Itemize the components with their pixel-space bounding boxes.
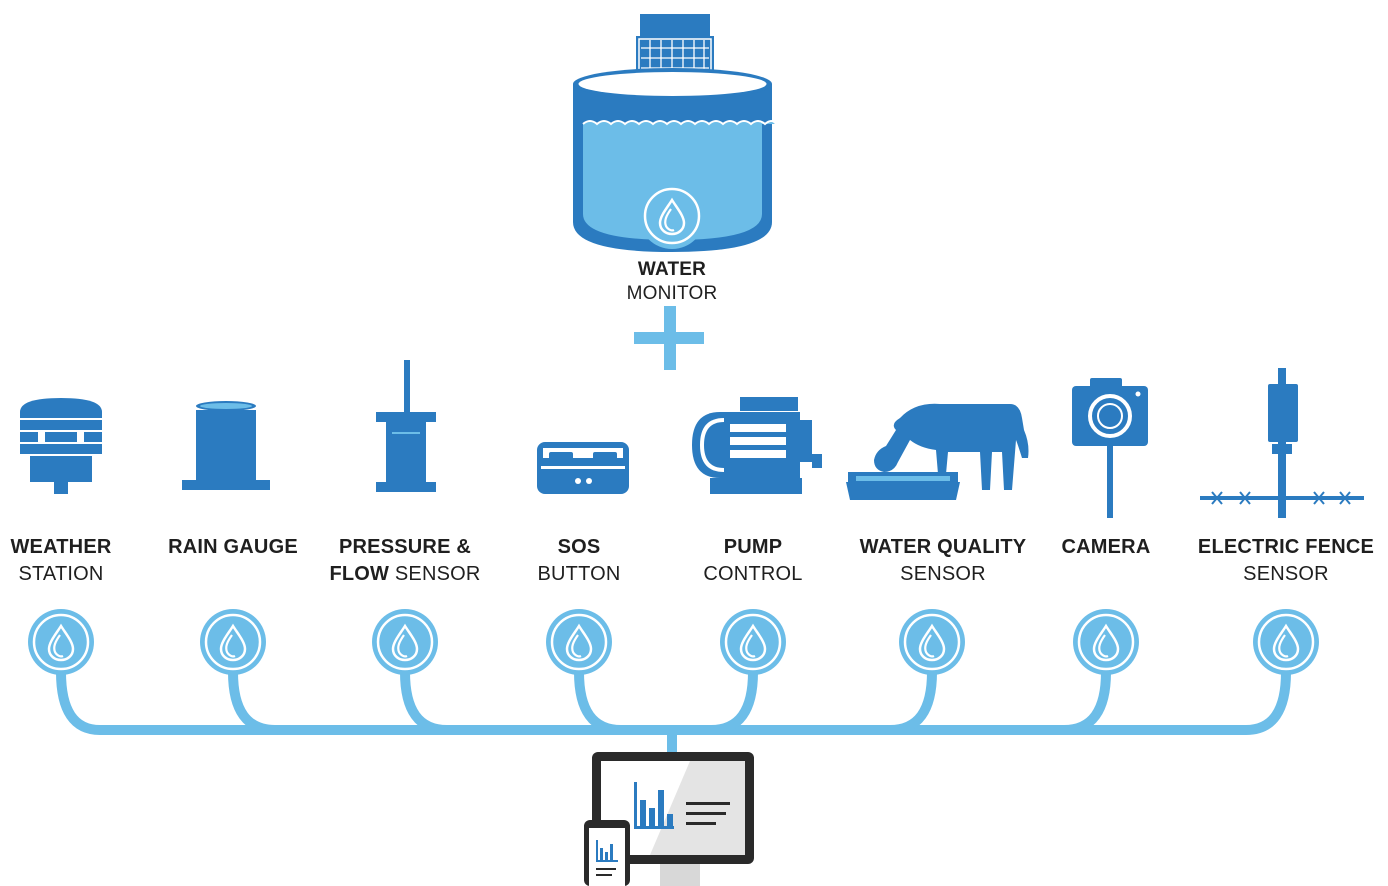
hub-water-drop-icon (637, 181, 707, 251)
dashboard-monitor-icon (592, 752, 754, 886)
sos-button-icon (537, 442, 629, 494)
water-drop-icon (1251, 607, 1321, 677)
device-label-electric-fence-sensor: ELECTRIC FENCE SENSOR (1197, 536, 1375, 585)
weather-station-icon (20, 398, 102, 494)
pump-icon (692, 397, 822, 494)
device-label-rain-gauge: RAIN GAUGE (168, 536, 298, 558)
hub-label-line1: WATER (637, 259, 707, 280)
plus-icon (634, 306, 704, 370)
water-drop-icon (370, 607, 440, 677)
device-label-water-quality-sensor: WATER QUALITY SENSOR (859, 536, 1027, 585)
network-bus (56, 667, 1291, 763)
mobile-device-icon (584, 820, 630, 886)
water-drop-icon (544, 607, 614, 677)
device-label-camera: CAMERA (1061, 536, 1151, 558)
cow-drinking-icon (846, 403, 1029, 500)
device-label-pump-control: PUMP CONTROL (703, 536, 803, 585)
water-drop-icon (1071, 607, 1141, 677)
electric-fence-icon (1200, 368, 1364, 518)
hub-label: WATER MONITOR (572, 258, 772, 306)
water-drop-icon (26, 607, 96, 677)
water-tank-icon (573, 14, 777, 252)
device-label-pressure-flow-sensor: PRESSURE & FLOW SENSOR (329, 536, 481, 585)
device-drop-icons (26, 607, 1321, 677)
hub-label-line2: MONITOR (626, 283, 718, 304)
rain-gauge-icon (182, 401, 270, 490)
pressure-sensor-icon (376, 360, 436, 492)
water-drop-icon (718, 607, 788, 677)
water-drop-icon (897, 607, 967, 677)
camera-icon (1072, 378, 1148, 518)
device-label-weather-station: WEATHER STATION (10, 536, 112, 585)
water-drop-icon (198, 607, 268, 677)
device-label-sos-button: SOS BUTTON (537, 536, 621, 585)
